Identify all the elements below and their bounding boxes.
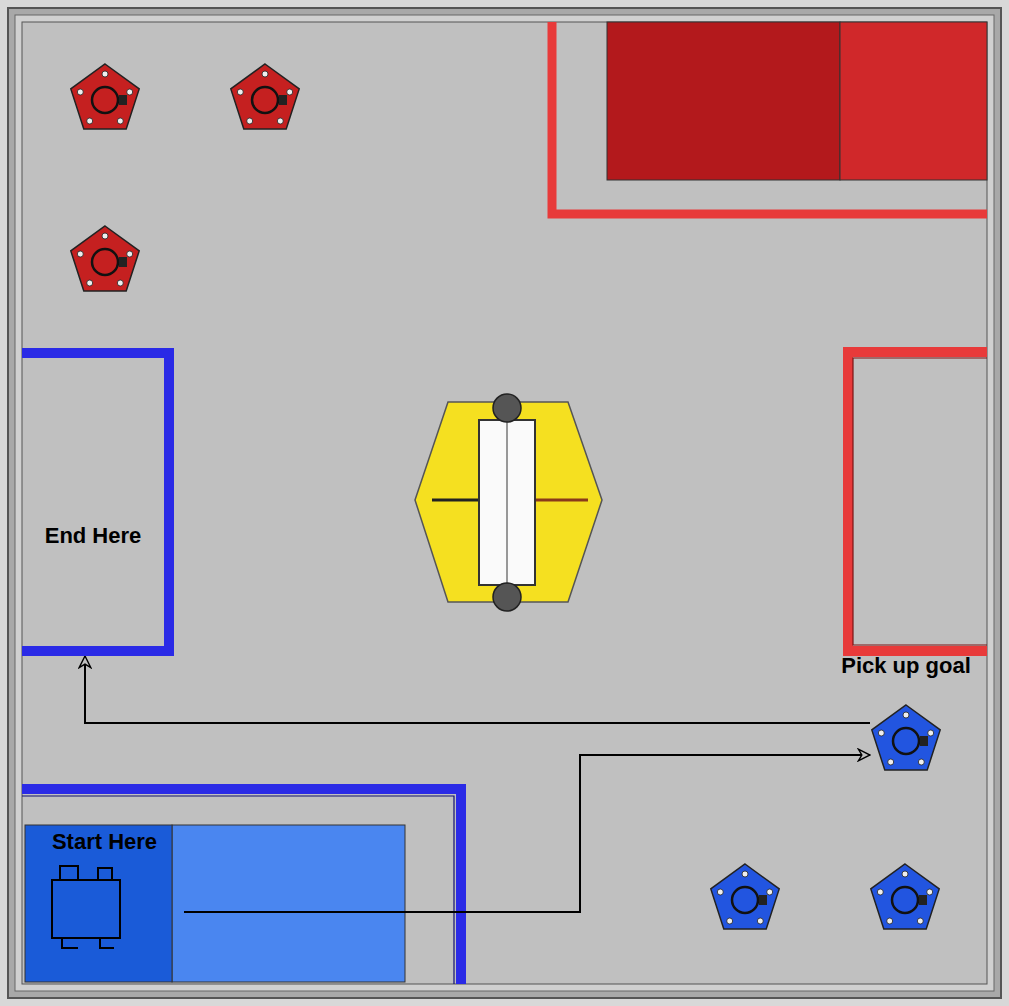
red-goal (231, 64, 299, 129)
blue-platform-line (22, 789, 461, 984)
blue-goal (871, 864, 939, 929)
end-zone: End Here (22, 348, 174, 656)
goal-shape (870, 705, 942, 777)
red-platform-tile (840, 22, 987, 180)
red-zone-edge (853, 358, 987, 645)
blue-goal (711, 864, 779, 929)
start-tile: Start Here (25, 825, 184, 982)
mobile-goal: Pick up goal (870, 705, 942, 777)
red-platform-line (552, 22, 987, 214)
red-goal (71, 226, 139, 291)
blue-platform-tile (172, 825, 405, 982)
robot-path (184, 755, 870, 912)
blue-goal (872, 705, 940, 770)
center-platform (415, 394, 602, 611)
field-label: Pick up goal (841, 653, 971, 679)
field-label: Start Here (25, 829, 184, 855)
robot-sketch (52, 866, 120, 948)
blue-platform-edge (22, 796, 454, 984)
wall-inner (15, 15, 994, 991)
field-floor (22, 22, 987, 984)
red-zone (848, 352, 987, 651)
red-platform-tile (607, 22, 840, 180)
field-label: End Here (22, 523, 164, 549)
wall (8, 8, 1001, 998)
robot-path (85, 656, 870, 723)
red-goal (71, 64, 139, 129)
